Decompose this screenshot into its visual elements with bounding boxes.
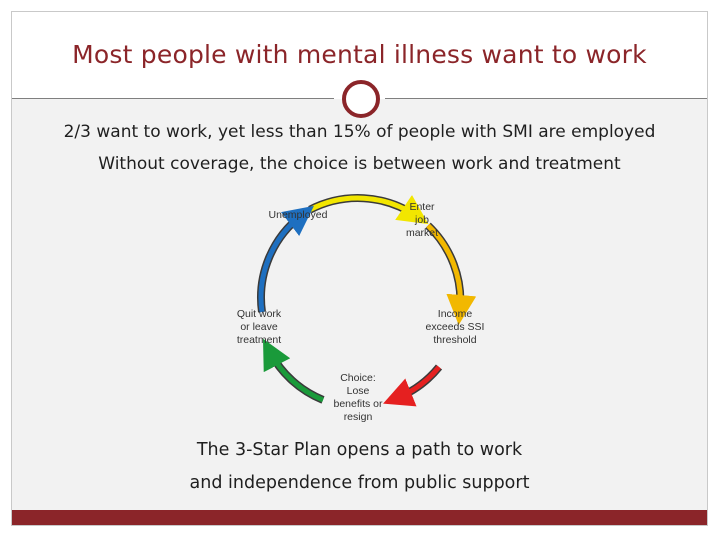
footer-line-2: and independence from public support	[189, 473, 530, 493]
node-enter-job-market: Enter job market	[405, 201, 439, 239]
title-divider-right	[385, 98, 707, 99]
slide: Most people with mental illness want to …	[11, 11, 708, 526]
statistic-text: 2/3 want to work, yet less than 15% of p…	[63, 122, 656, 142]
cycle-diagram	[257, 194, 477, 407]
footer-line-1: The 3-Star Plan opens a path to work	[196, 440, 523, 460]
bottom-accent-bar	[12, 510, 707, 525]
node-choice: Choice: Lose benefits or resign	[333, 372, 383, 423]
content-area	[12, 99, 707, 512]
node-income-exceeds-ssi: Income exceeds SSI threshold	[425, 308, 485, 346]
arc-green	[266, 350, 325, 404]
slide-title: Most people with mental illness want to …	[72, 40, 647, 69]
node-quit-work: Quit work or leave treatment	[236, 308, 282, 346]
ring-ornament-icon	[342, 80, 380, 118]
node-unemployed: Unemployed	[268, 209, 328, 221]
title-divider-left	[12, 98, 334, 99]
subtitle-text: Without coverage, the choice is between …	[98, 154, 621, 174]
